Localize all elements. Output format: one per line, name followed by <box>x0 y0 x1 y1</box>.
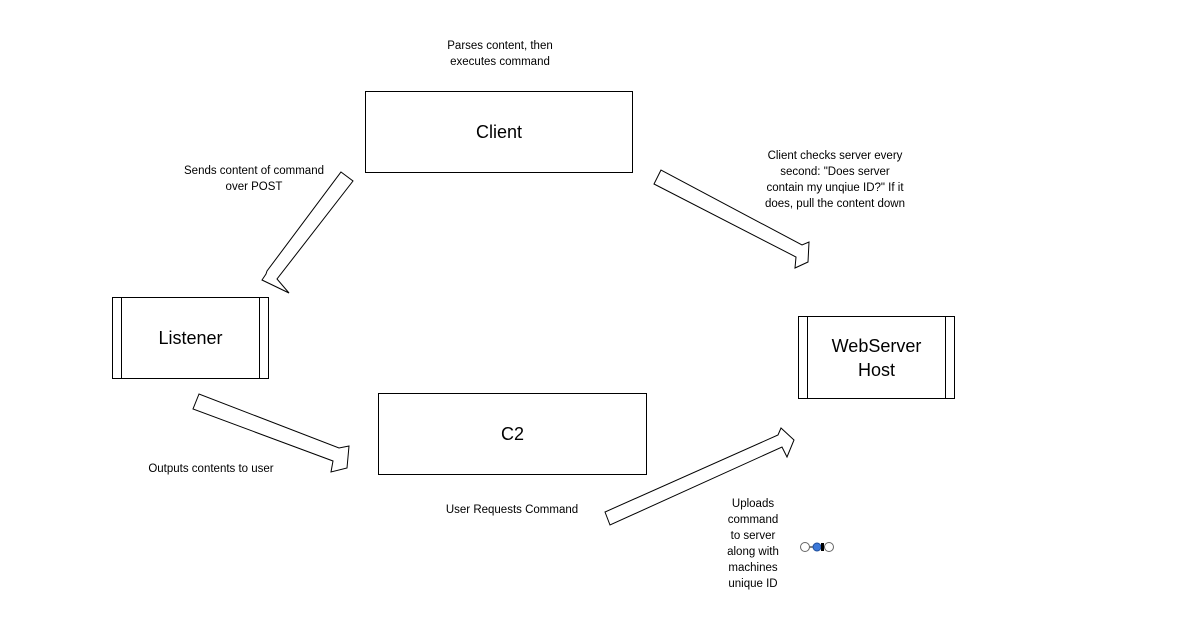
note-client-top: Parses content, then executes command <box>447 40 553 68</box>
client-node[interactable]: Client <box>365 91 633 173</box>
client-label: Client <box>475 122 523 142</box>
note-user-requests: User Requests Command <box>445 504 579 516</box>
webserver-label: WebServer Host <box>831 335 922 380</box>
arrow-client-to-listener-shape <box>261 171 354 294</box>
webserver-right-bar <box>945 317 954 398</box>
listener-label: Listener <box>158 328 223 348</box>
webserver-node[interactable]: WebServer Host <box>798 316 955 399</box>
connector-handle-icon[interactable] <box>800 542 834 552</box>
c2-node[interactable]: C2 <box>378 393 647 475</box>
note-sends-post: Sends content of command over POST <box>184 165 324 193</box>
webserver-left-bar <box>799 317 808 398</box>
listener-right-bar <box>259 298 268 378</box>
note-outputs: Outputs contents to user <box>148 463 274 475</box>
listener-node[interactable]: Listener <box>112 297 269 379</box>
c2-label: C2 <box>500 424 524 444</box>
note-client-checks: Client checks server every second: "Does… <box>764 150 906 210</box>
arrow-listener-to-c2 <box>192 393 350 473</box>
note-uploads: Uploads command to server along with mac… <box>727 498 779 590</box>
listener-left-bar <box>113 298 122 378</box>
arrow-c2-to-webserver <box>604 427 795 526</box>
arrow-client-to-webserver <box>653 169 810 269</box>
